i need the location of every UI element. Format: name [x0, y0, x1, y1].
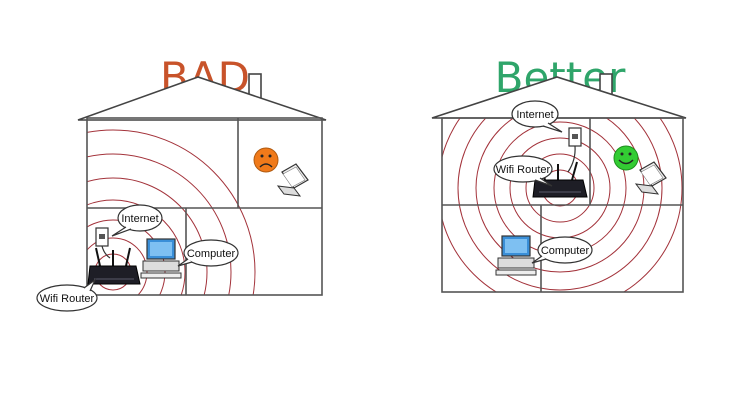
- bad-signal-ring: [87, 219, 166, 295]
- bad-router-label: Wifi Router: [40, 293, 95, 305]
- bad-signal-ring: [87, 199, 186, 295]
- better-computer-label: Computer: [541, 245, 590, 257]
- bad-internet-label: Internet: [121, 213, 158, 225]
- desktop-computer-icon: [495, 235, 537, 276]
- better-walls: [441, 117, 684, 293]
- bad-house: BAD: [36, 53, 327, 312]
- bad-signal-ring: [87, 129, 256, 295]
- laptop-icon: [276, 163, 309, 197]
- better-signal-ring: [525, 153, 595, 223]
- bad-computer-bubble: Computer: [177, 239, 239, 267]
- better-house: Better: [431, 53, 687, 293]
- router-icon: [87, 247, 141, 285]
- better-internet-label: Internet: [516, 109, 553, 121]
- bad-signal-ring: [87, 177, 208, 295]
- bad-signal-ring: [87, 153, 232, 295]
- desktop-computer-icon: [140, 238, 182, 279]
- better-signal-ring: [457, 118, 663, 291]
- better-roof: [431, 73, 687, 119]
- better-router-label: Wifi Router: [496, 164, 551, 176]
- better-internet-bubble: Internet: [511, 100, 563, 133]
- smiley-face-icon: [613, 145, 639, 171]
- sad-face-icon: [253, 147, 279, 173]
- bad-internet-bubble: Internet: [111, 204, 163, 237]
- wall-jack-icon: [95, 227, 111, 259]
- bad-router-bubble: Wifi Router: [36, 278, 98, 312]
- wall-jack-icon: [567, 127, 582, 173]
- bad-signal-ring: [87, 237, 148, 295]
- laptop-icon: [634, 161, 667, 195]
- better-computer-bubble: Computer: [531, 236, 593, 264]
- bad-signal-rings: [87, 129, 256, 295]
- better-signal-ring: [442, 118, 683, 292]
- bad-roof: [77, 73, 327, 121]
- better-router-bubble: Wifi Router: [493, 155, 553, 187]
- bad-computer-label: Computer: [187, 248, 236, 260]
- better-signal-rings: [442, 118, 683, 292]
